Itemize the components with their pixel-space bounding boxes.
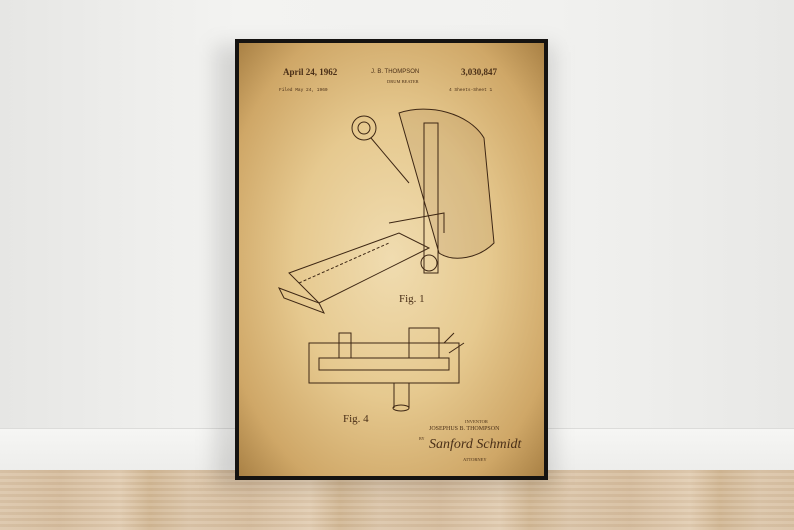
patent-number: 3,030,847 [461,67,497,77]
filed-date: Filed May 24, 1960 [279,88,328,93]
attorney-label: ATTORNEY [463,457,487,462]
fig4-label: Fig. 4 [343,413,369,425]
inventor-header: J. B. THOMPSON [371,69,419,75]
poster-frame: April 24, 1962 J. B. THOMPSON DRUM BEATE… [235,39,548,480]
attorney-signature: Sanford Schmidt [429,437,521,453]
inventor-label: INVENTOR [465,419,488,424]
patent-title: DRUM BEATER [387,79,419,84]
sheet-label: 4 Sheets-Sheet 1 [449,88,492,93]
patent-poster: April 24, 1962 J. B. THOMPSON DRUM BEATE… [239,43,544,476]
inventor-name: JOSEPHUS B. THOMPSON [429,426,499,432]
by-label: BY [419,436,425,441]
patent-date: April 24, 1962 [283,67,337,77]
fig1-label: Fig. 1 [399,293,425,305]
drum-pedal-drawing [239,43,544,476]
